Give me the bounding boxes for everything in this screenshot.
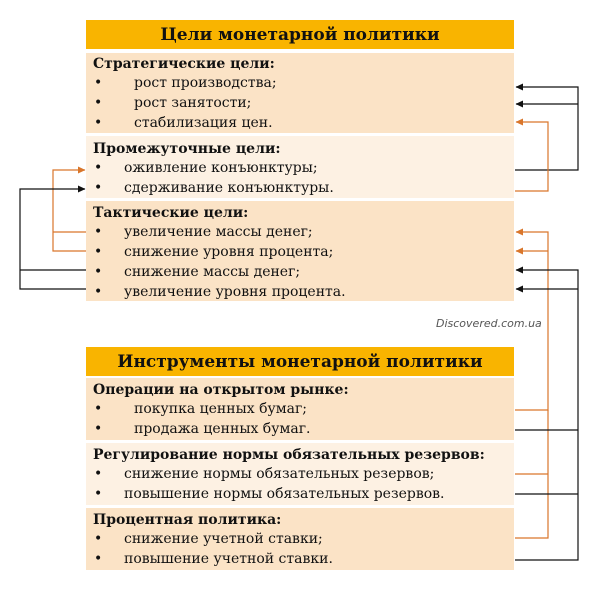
intermediate-goals-title: Промежуточные цели: xyxy=(93,141,281,157)
list-item-text: стабилизация цен. xyxy=(134,115,273,131)
bullet: • xyxy=(94,264,103,280)
interest-policy-title: Процентная политика: xyxy=(93,512,282,528)
interest-policy-block: Процентная политика: • снижение учетной … xyxy=(86,508,514,570)
tactical-goals-title: Тактические цели: xyxy=(93,205,249,221)
list-item-text: снижение учетной ставки; xyxy=(124,531,323,547)
list-item-text: увеличение массы денег; xyxy=(124,224,313,240)
arrow-orange xyxy=(515,118,549,192)
list-item-text: снижение нормы обязательных резервов; xyxy=(124,466,435,482)
bullet: • xyxy=(94,244,103,260)
list-item-text: увеличение уровня процента. xyxy=(124,284,346,300)
instruments-header: Инструменты монетарной политики xyxy=(86,347,514,376)
bullet: • xyxy=(94,180,103,196)
bullet: • xyxy=(94,531,103,547)
arrow-orange xyxy=(52,166,86,252)
goals-header: Цели монетарной политики xyxy=(86,20,514,49)
open-market-block: Операции на открытом рынке: • покупка це… xyxy=(86,378,514,440)
list-item-text: повышение нормы обязательных резервов. xyxy=(124,486,445,502)
list-item-text: оживление конъюнктуры; xyxy=(124,160,318,176)
list-item-text: продажа ценных бумаг. xyxy=(134,421,311,437)
arrow-orange xyxy=(515,410,549,539)
arrow-black xyxy=(515,266,579,561)
bullet: • xyxy=(94,551,103,567)
arrow-black xyxy=(515,83,579,171)
reserves-block: Регулирование нормы обязательных резерво… xyxy=(86,443,514,505)
goals-title: Цели монетарной политики xyxy=(160,24,440,45)
list-item-text: покупка ценных бумаг; xyxy=(134,401,308,417)
bullet: • xyxy=(94,95,103,111)
bullet: • xyxy=(94,115,103,131)
list-item-text: рост производства; xyxy=(134,75,277,91)
list-item-text: снижение массы денег; xyxy=(124,264,301,280)
bullet: • xyxy=(94,75,103,91)
arrow-black xyxy=(19,185,86,290)
bullet: • xyxy=(94,224,103,240)
list-item-text: повышение учетной ставки. xyxy=(124,551,333,567)
tactical-goals-block: Тактические цели: • увеличение массы ден… xyxy=(86,201,514,301)
strategic-goals-title: Стратегические цели: xyxy=(93,56,275,72)
bullet: • xyxy=(94,401,103,417)
intermediate-goals-block: Промежуточные цели: • оживление конъюнкт… xyxy=(86,136,514,198)
list-item-text: снижение уровня процента; xyxy=(124,244,334,260)
list-item-text: сдерживание конъюнктуры. xyxy=(124,180,334,196)
bullet: • xyxy=(94,421,103,437)
watermark: Discovered.com.ua xyxy=(436,317,542,330)
arrow-orange xyxy=(515,228,549,411)
reserves-title: Регулирование нормы обязательных резерво… xyxy=(93,447,485,463)
open-market-title: Операции на открытом рынке: xyxy=(93,382,349,398)
list-item-text: рост занятости; xyxy=(134,95,252,111)
bullet: • xyxy=(94,486,103,502)
bullet: • xyxy=(94,284,103,300)
bullet: • xyxy=(94,466,103,482)
instruments-title: Инструменты монетарной политики xyxy=(117,351,483,372)
bullet: • xyxy=(94,160,103,176)
strategic-goals-block: Стратегические цели: • рост производства… xyxy=(86,53,514,133)
